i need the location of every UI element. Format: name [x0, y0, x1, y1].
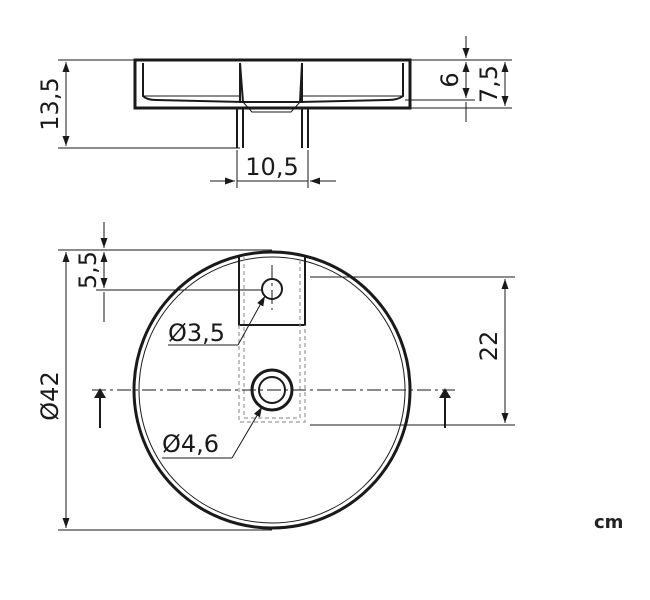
- top-view: [92, 250, 455, 530]
- dim-label-drain-hole: Ø4,6: [162, 430, 219, 458]
- section-arrow-right: [439, 388, 451, 398]
- tap-deck: [238, 257, 306, 326]
- dim-depths: 6 7,5: [405, 36, 512, 122]
- dim-label-tap-hole: Ø3,5: [168, 319, 225, 347]
- dim-tap-offset: 5,5: [74, 222, 262, 322]
- dim-label-bowl-depth: 6: [436, 72, 464, 87]
- dim-label-drain-offset: 22: [475, 331, 503, 362]
- side-view: [133, 58, 412, 148]
- drain-hole-outer: [250, 368, 294, 412]
- side-view-drain-cone: [242, 101, 301, 113]
- unit-label: cm: [594, 512, 624, 533]
- dim-label-drain-width: 10,5: [245, 153, 298, 181]
- dim-top-height: 13,5: [36, 59, 240, 149]
- side-view-drain-pipe: [236, 108, 309, 148]
- dim-label-top-height: 13,5: [36, 77, 64, 130]
- tap-hole: [261, 278, 283, 300]
- hidden-channel: [238, 257, 306, 423]
- dim-label-total-depth: 7,5: [475, 65, 503, 103]
- section-arrow-left: [94, 388, 106, 398]
- leader-drain-hole: Ø4,6: [162, 406, 263, 459]
- dim-drain-offset: 22: [310, 276, 515, 426]
- dim-label-tap-offset: 5,5: [74, 251, 102, 289]
- drain-hole-inner: [258, 376, 286, 404]
- dim-drain-width: 10,5: [210, 150, 336, 188]
- leader-tap-hole: Ø3,5: [168, 295, 266, 347]
- dim-label-diameter: Ø42: [36, 371, 64, 420]
- dim-diameter: Ø42: [36, 249, 272, 531]
- side-view-tap-block: [239, 63, 303, 103]
